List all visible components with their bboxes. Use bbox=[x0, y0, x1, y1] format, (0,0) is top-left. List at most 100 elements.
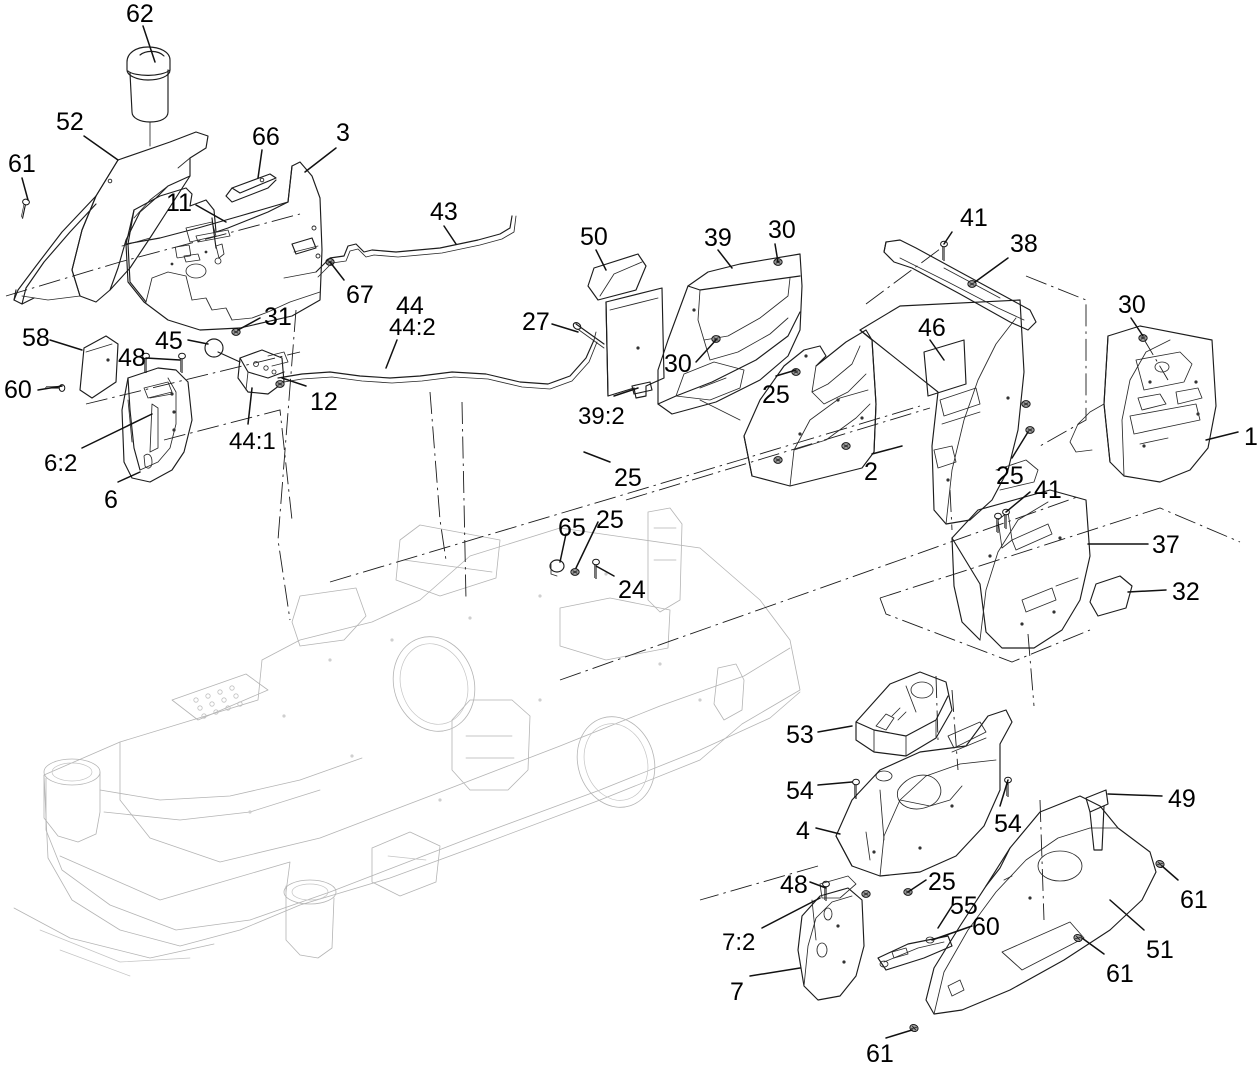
callout-38: 38 bbox=[1010, 230, 1038, 258]
callout-49: 49 bbox=[1168, 785, 1196, 813]
callout-37: 37 bbox=[1152, 531, 1180, 559]
leader-line-30 bbox=[1130, 317, 1144, 337]
leader-line-54 bbox=[999, 779, 1009, 807]
part-58-decal bbox=[79, 335, 119, 399]
leader-line-49 bbox=[1107, 793, 1163, 797]
chassis-frame-ghost bbox=[13, 507, 801, 977]
part-4-cover bbox=[835, 709, 1013, 898]
part-51-rear-panel bbox=[908, 789, 1166, 1034]
callout-48: 48 bbox=[780, 871, 808, 899]
callout-25: 25 bbox=[614, 464, 642, 492]
leader-line-2 bbox=[871, 445, 903, 455]
leader-line-52 bbox=[83, 135, 119, 161]
leader-line-41 bbox=[1005, 491, 1031, 513]
callout-54: 54 bbox=[994, 810, 1022, 838]
leader-line-25 bbox=[1011, 431, 1029, 459]
callout-7-2: 7:2 bbox=[722, 929, 756, 956]
leader-line-61 bbox=[1081, 937, 1105, 955]
decal-46 bbox=[923, 339, 967, 397]
callout-12: 12 bbox=[310, 388, 338, 416]
leader-line-39-2 bbox=[613, 387, 639, 397]
leader-line-32 bbox=[1127, 589, 1167, 593]
callout-leaders bbox=[21, 25, 1239, 1039]
part-39-2-tab bbox=[631, 381, 653, 395]
leader-line-38 bbox=[974, 257, 1009, 283]
part-44-cable bbox=[277, 331, 598, 390]
callout-65: 65 bbox=[558, 514, 586, 542]
callout-53: 53 bbox=[786, 721, 814, 749]
leader-line-58 bbox=[49, 339, 83, 351]
callout-3: 3 bbox=[336, 119, 350, 147]
callout-46: 46 bbox=[918, 314, 946, 342]
part-46-panel bbox=[859, 299, 1039, 534]
callout-43: 43 bbox=[430, 198, 458, 226]
leader-line-55 bbox=[937, 905, 953, 929]
callout-27: 27 bbox=[522, 308, 550, 336]
leader-line-25 bbox=[575, 521, 599, 569]
leader-line-31 bbox=[237, 317, 261, 331]
callout-41: 41 bbox=[960, 204, 988, 232]
part-3-control-panel bbox=[125, 161, 335, 336]
part-62-cup-holder bbox=[126, 46, 171, 147]
leader-line-54 bbox=[817, 781, 853, 786]
callout-44-2: 44:2 bbox=[389, 314, 436, 341]
callout-52: 52 bbox=[56, 108, 84, 136]
leader-line-50 bbox=[595, 249, 607, 271]
callout-11: 11 bbox=[166, 189, 192, 217]
leader-line-65 bbox=[559, 533, 567, 563]
leader-line-60 bbox=[931, 925, 973, 941]
part-55-latch-strip bbox=[877, 935, 953, 971]
leader-line-25 bbox=[583, 451, 611, 463]
part-43-cable bbox=[283, 215, 517, 279]
callout-44-1: 44:1 bbox=[229, 428, 276, 455]
part-27-rod bbox=[572, 322, 605, 349]
part-44-1-lever-bracket bbox=[204, 338, 289, 395]
part-49-knob bbox=[1085, 789, 1109, 851]
part-32-decal bbox=[1089, 575, 1133, 617]
callout-51: 51 bbox=[1146, 936, 1174, 964]
leader-line-24 bbox=[595, 565, 615, 577]
callout-62: 62 bbox=[126, 0, 154, 28]
leader-line-61 bbox=[1161, 865, 1179, 881]
part-39-fender bbox=[605, 253, 803, 421]
leader-line-3 bbox=[304, 147, 337, 173]
construction-centerlines bbox=[5, 213, 1241, 921]
callout-61: 61 bbox=[866, 1040, 894, 1068]
leader-line-11 bbox=[195, 204, 227, 223]
leader-line-61 bbox=[21, 177, 29, 201]
callout-25: 25 bbox=[762, 381, 790, 409]
leader-line-44-1 bbox=[247, 387, 253, 425]
leader-line-60 bbox=[37, 385, 63, 391]
callout-44: 44 bbox=[396, 292, 424, 320]
callout-25: 25 bbox=[996, 462, 1024, 490]
callout-67: 67 bbox=[346, 281, 374, 309]
leader-line-6-2 bbox=[81, 413, 153, 449]
leader-line-48 bbox=[145, 357, 181, 361]
leader-line-1 bbox=[1205, 431, 1239, 441]
leader-line-4 bbox=[815, 827, 841, 835]
leader-line-25 bbox=[775, 369, 797, 377]
callout-45: 45 bbox=[155, 327, 183, 355]
leader-line-62 bbox=[142, 25, 156, 63]
part-65-bushing bbox=[549, 559, 565, 573]
callout-39-2: 39:2 bbox=[578, 403, 625, 430]
part-53-tray bbox=[855, 671, 953, 757]
leader-line-12 bbox=[281, 377, 307, 387]
leader-line-39 bbox=[717, 249, 733, 269]
part-38-rail bbox=[883, 239, 1037, 331]
callout-55: 55 bbox=[950, 892, 978, 920]
leader-line-51 bbox=[1109, 899, 1145, 931]
leader-line-41 bbox=[943, 231, 953, 245]
callout-60: 60 bbox=[4, 376, 32, 404]
callout-25: 25 bbox=[928, 868, 956, 896]
leader-line-44-2 bbox=[385, 339, 398, 369]
leader-line-66 bbox=[257, 149, 263, 179]
part-45-knob bbox=[204, 338, 224, 358]
leader-line-67 bbox=[329, 261, 345, 281]
callout-58: 58 bbox=[22, 324, 50, 352]
callout-61: 61 bbox=[1180, 886, 1208, 914]
callout-41: 41 bbox=[1034, 476, 1062, 504]
leader-line-27 bbox=[551, 323, 579, 333]
leader-line-25 bbox=[907, 879, 927, 893]
part-1-right-panel bbox=[1069, 325, 1217, 483]
